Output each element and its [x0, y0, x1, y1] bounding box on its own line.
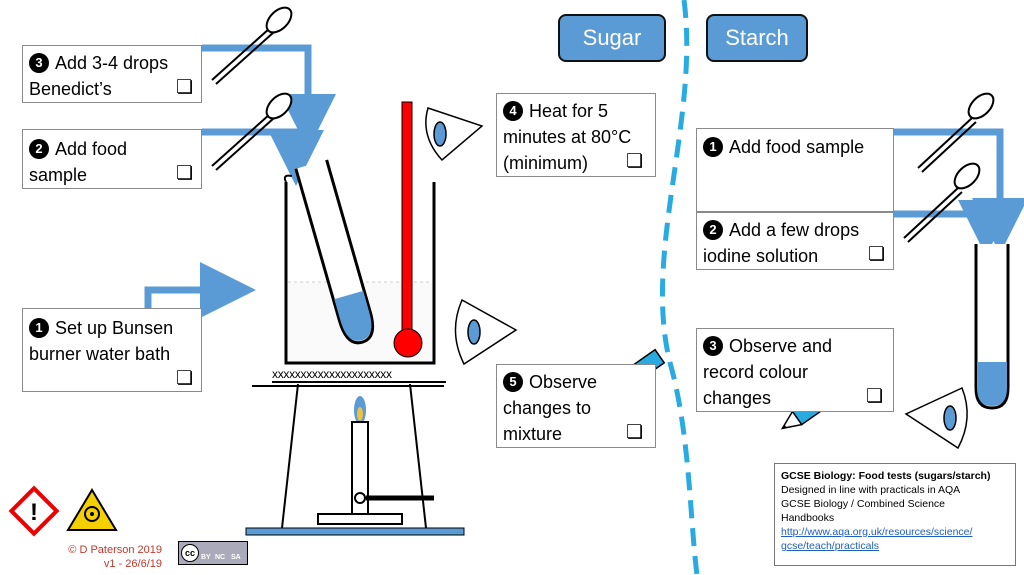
arrow-benedicts	[202, 44, 336, 150]
step-number: 1	[703, 137, 723, 157]
pipette-icon	[211, 92, 293, 171]
warning-hazard-icon: !	[8, 485, 60, 537]
cc-license-badge: cc BY NC SA	[178, 541, 248, 565]
checkbox-icon[interactable]: ❏	[867, 244, 885, 265]
cc-icon: cc	[181, 544, 199, 562]
pipette-icon	[917, 92, 995, 173]
step-number: 3	[29, 53, 49, 73]
arrow-starch-food	[894, 128, 1024, 254]
arrow-iodine	[894, 200, 1014, 256]
info-title: GCSE Biology: Food tests (sugars/starch)	[781, 470, 991, 482]
biohazard-icon	[66, 488, 118, 531]
checkbox-icon[interactable]: ❏	[625, 151, 643, 172]
checkbox-icon[interactable]: ❏	[175, 163, 193, 184]
gauze-label: xxxxxxxxxxxxxxxxxxxxx	[272, 368, 392, 380]
starch-header: Starch	[706, 14, 808, 62]
info-box: GCSE Biology: Food tests (sugars/starch)…	[774, 463, 1016, 566]
aqa-link[interactable]: gcse/teach/practicals	[781, 540, 880, 552]
tripod-stand	[252, 381, 446, 529]
checkbox-icon[interactable]: ❏	[175, 77, 193, 98]
step-number: 5	[503, 372, 523, 392]
eye-icon	[425, 107, 484, 162]
test-tube-starch	[974, 244, 1010, 410]
checkbox-icon[interactable]: ❏	[625, 422, 643, 443]
divider-line	[659, 0, 700, 575]
credit-text: © D Paterson 2019 v1 - 26/6/19	[68, 544, 162, 570]
step-number: 2	[29, 139, 49, 159]
pipette-icon	[211, 6, 293, 85]
sugar-header: Sugar	[558, 14, 666, 62]
aqa-link[interactable]: http://www.aqa.org.uk/resources/science/	[781, 526, 973, 538]
arrow-food-sample	[202, 128, 324, 186]
step-number: 2	[703, 220, 723, 240]
test-tube-sugar	[294, 159, 375, 345]
pipette-icon	[903, 162, 981, 243]
eye-icon	[454, 298, 518, 366]
thermometer	[393, 101, 423, 358]
arrow-bunsen	[144, 262, 256, 318]
svg-text:!: !	[30, 499, 38, 526]
bunsen-burner	[245, 396, 465, 536]
checkbox-icon[interactable]: ❏	[175, 368, 193, 389]
step-number: 4	[503, 101, 523, 121]
step-number: 1	[29, 318, 49, 338]
checkbox-icon[interactable]: ❏	[865, 386, 883, 407]
eye-icon	[904, 386, 968, 450]
step-number: 3	[703, 336, 723, 356]
